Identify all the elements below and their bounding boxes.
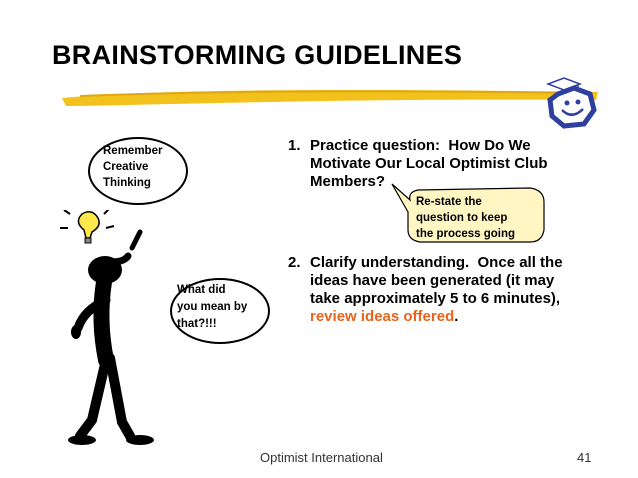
stick-figure-icon: [60, 210, 154, 445]
lightbulb-icon: [60, 210, 115, 244]
item-number: 1.: [288, 137, 301, 154]
item-text-main: Clarify understanding. Once all the idea…: [310, 254, 563, 307]
item-text: Clarify understanding. Once all the idea…: [310, 254, 563, 326]
page-number: 41: [577, 450, 592, 465]
item-highlight-text: review ideas offered: [310, 308, 455, 325]
question-thought-bubble: [170, 278, 270, 344]
title-underline-stroke: [62, 90, 598, 106]
question-bubble-text: What did you mean by that?!!!: [177, 284, 248, 330]
footer-organization: Optimist International: [260, 450, 383, 465]
restate-callout: [391, 183, 545, 243]
item-number: 2.: [288, 254, 301, 271]
optimist-logo-icon: [545, 77, 597, 129]
restate-callout-text: Re-state the question to keep the proces…: [416, 196, 516, 240]
remember-bubble-text: Remember Creative Thinking: [103, 145, 163, 189]
item-text-suffix: .: [454, 308, 459, 325]
remember-thought-bubble: [88, 137, 188, 205]
item-text: Practice question: How Do We Motivate Ou…: [310, 137, 548, 190]
slide-title: BRAINSTORMING GUIDELINES: [52, 40, 463, 70]
